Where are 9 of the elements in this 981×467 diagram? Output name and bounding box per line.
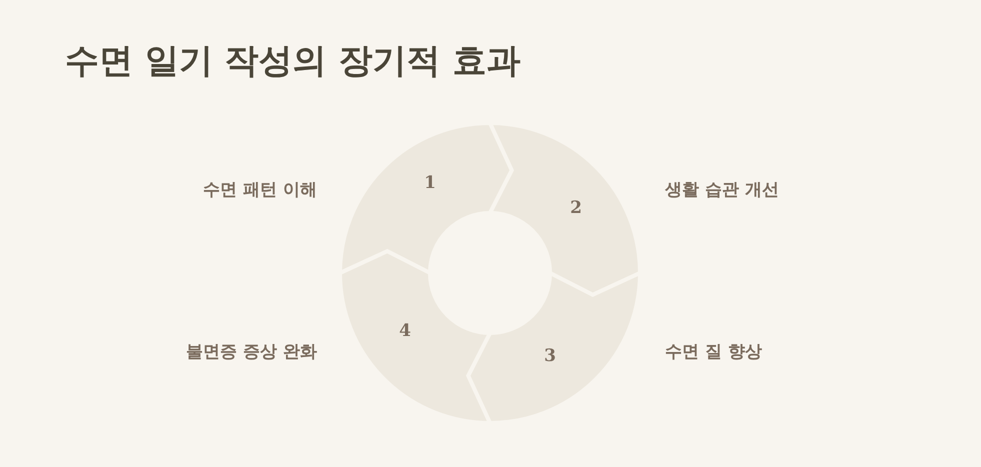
step-number: 4 [399,321,411,341]
segment-label: 생활 습관 개선 [665,179,779,201]
step-number: 3 [544,346,556,366]
title: 수면 일기 작성의 장기적 효과 [65,40,520,83]
segment-label: 불면증 증상 완화 [186,341,317,363]
step-number: 2 [570,198,582,218]
segment-label: 수면 질 향상 [665,341,762,363]
segment-label: 수면 패턴 이해 [203,179,317,201]
step-number: 1 [424,173,436,193]
